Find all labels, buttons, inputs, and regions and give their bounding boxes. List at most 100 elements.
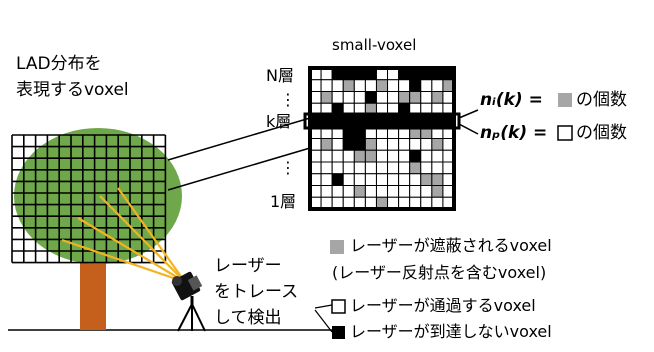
small-voxel-cell	[398, 79, 411, 92]
laser-trace-line1: レーザー	[214, 256, 282, 276]
small-voxel-cell	[420, 79, 433, 92]
small-voxel-cell	[353, 79, 366, 92]
small-voxel-cell	[375, 161, 389, 175]
small-voxel-cell	[375, 79, 389, 92]
k-layer-band	[303, 112, 461, 130]
small-voxel-cell	[431, 173, 444, 186]
np-equation: nₚ(k) =	[480, 123, 548, 143]
small-voxel-cell	[420, 185, 433, 198]
small-voxel-cell	[420, 138, 433, 151]
small-voxel-cell	[364, 161, 377, 175]
small-voxel-cell	[420, 173, 433, 186]
small-voxel-cell	[398, 149, 411, 163]
small-voxel-cell	[342, 91, 355, 104]
tree-canopy	[14, 128, 182, 264]
small-voxel-cell	[342, 161, 355, 175]
small-voxel-cell	[431, 79, 444, 92]
small-voxel-cell	[331, 79, 344, 92]
laser-trace-line3: して検出	[214, 308, 282, 328]
small-voxel-cell	[331, 161, 344, 175]
small-voxel-cell	[387, 114, 400, 128]
small-voxel-cell	[364, 79, 377, 92]
small-voxel-cell	[409, 138, 422, 151]
small-voxel-cell	[331, 185, 344, 198]
laser-scanner-icon	[171, 271, 206, 332]
small-voxel-cell	[409, 161, 422, 175]
small-voxel-cell	[364, 173, 377, 186]
small-voxel-cell	[364, 185, 377, 198]
small-voxel-cell	[431, 149, 444, 163]
small-voxel-cell	[409, 149, 422, 163]
lad-voxel-label-line1: LAD分布を	[16, 54, 102, 74]
small-voxel-cell	[320, 79, 333, 92]
small-voxel-cell	[375, 185, 389, 198]
small-voxel-cell	[353, 138, 366, 151]
small-voxel-cell	[420, 161, 433, 175]
laser-trace-line2: をトレース	[214, 282, 299, 302]
small-voxel-cell	[409, 114, 422, 128]
small-voxel-cell	[398, 138, 411, 151]
small-voxel-cell	[387, 138, 400, 151]
small-voxel-cell	[353, 91, 366, 104]
small-voxel-cell	[320, 114, 333, 128]
small-voxel-cell	[398, 185, 411, 198]
small-voxel-cell	[420, 149, 433, 163]
layer-1-label: 1層	[270, 192, 297, 211]
small-voxel-cell	[431, 114, 444, 128]
small-voxel-cell	[342, 173, 355, 186]
small-voxel-cell	[431, 138, 444, 151]
legend-black-swatch	[332, 326, 345, 339]
small-voxel-cell	[331, 114, 344, 128]
small-voxel-cell	[342, 114, 355, 128]
small-voxel-cell	[364, 138, 377, 151]
small-voxel-cell	[342, 185, 355, 198]
small-voxel-cell	[420, 91, 433, 104]
laser-beams	[61, 187, 186, 284]
ni-leader	[458, 109, 479, 119]
small-voxel-cell	[342, 149, 355, 163]
legend-passed: レーザーが通過するvoxel	[350, 296, 536, 315]
small-voxel-cell	[398, 173, 411, 186]
np-count-label: の個数	[576, 123, 627, 143]
small-voxel-cell	[387, 173, 400, 186]
ni-equation: nᵢ(k) =	[480, 90, 543, 110]
small-voxel-cell	[387, 79, 400, 92]
connector-top	[167, 117, 311, 161]
small-voxel-border	[308, 66, 456, 211]
small-voxel-cell	[320, 91, 333, 104]
small-voxel-cell	[353, 161, 366, 175]
small-voxel-cell	[431, 185, 444, 198]
small-voxel-cell	[387, 149, 400, 163]
small-voxel-cell	[387, 91, 400, 104]
small-voxel-cell	[331, 149, 344, 163]
small-voxel-cell	[320, 149, 333, 163]
small-voxel-cell	[320, 185, 333, 198]
legend-white-swatch	[331, 299, 346, 314]
small-voxel-cell	[375, 173, 389, 186]
small-voxel-cell	[331, 173, 344, 186]
small-voxel-cell	[342, 79, 355, 92]
small-voxel-cell	[353, 173, 366, 186]
small-voxel-cell	[398, 114, 411, 128]
legend-blocked-sub: (レーザー反射点を含むvoxel)	[332, 263, 547, 282]
small-voxel-cell	[320, 161, 333, 175]
small-voxel-cell	[375, 114, 389, 128]
small-voxel-cell	[364, 114, 377, 128]
small-voxel-cell	[375, 138, 389, 151]
small-voxel-cell	[409, 185, 422, 198]
small-voxel-cell	[353, 185, 366, 198]
small-voxel-cell	[353, 149, 366, 163]
small-voxel-cell	[398, 161, 411, 175]
ni-count-label: の個数	[576, 90, 627, 110]
legend-gray-swatch	[330, 240, 344, 254]
small-voxel-cell	[331, 91, 344, 104]
small-voxel-cell	[398, 91, 411, 104]
np-white-swatch	[557, 125, 573, 141]
lad-voxel-label-line2: 表現するvoxel	[16, 80, 129, 100]
small-voxel-cell	[409, 173, 422, 186]
legend-bracket-2	[314, 309, 333, 333]
layer-k-label: k層	[266, 112, 292, 131]
vdots-top: ⋮	[280, 90, 296, 109]
legend-bracket	[314, 304, 333, 309]
